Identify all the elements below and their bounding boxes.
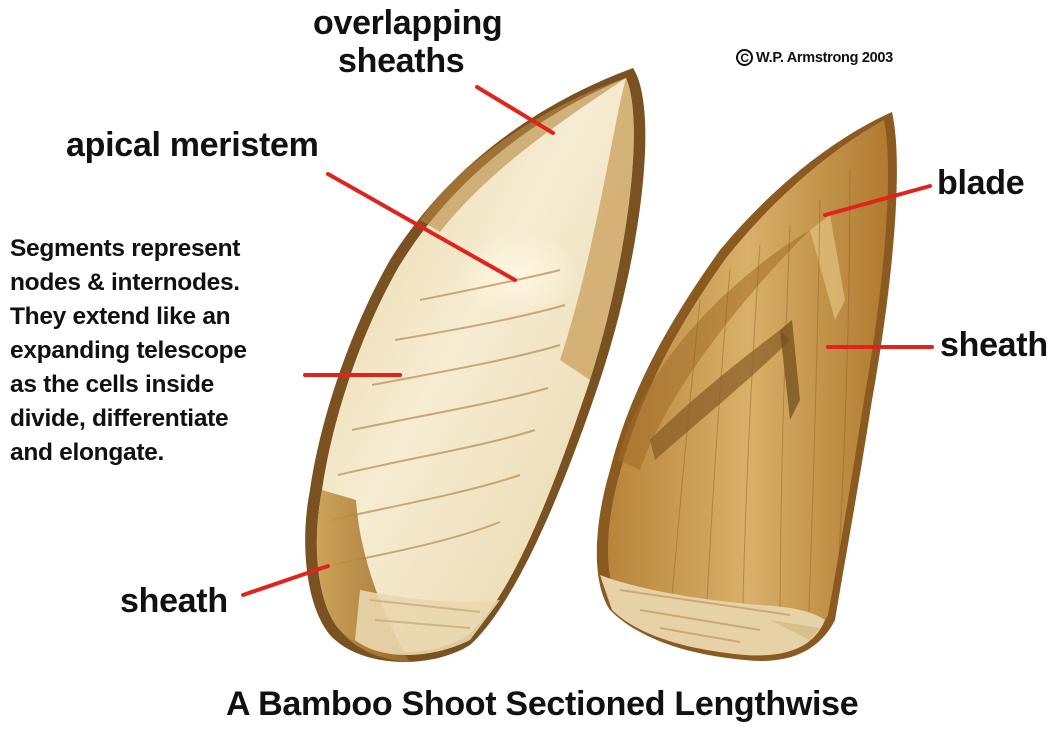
description-line: as the cells inside [10,368,247,402]
description-line: divide, differentiate [10,402,247,436]
pointer-overlapping-sheaths [477,87,553,133]
label-overlapping-line-1: overlapping [313,4,502,42]
copyright-notice: C W.P. Armstrong 2003 [736,49,893,66]
description-line: Segments represent [10,232,247,266]
label-sheath-right: sheath [940,326,1048,364]
label-overlapping-sheaths: overlapping sheaths [313,4,502,80]
label-blade: blade [937,164,1024,202]
copyright-icon: C [736,49,753,66]
description-line: nodes & internodes. [10,266,247,300]
description-line: and elongate. [10,436,247,470]
copyright-text: W.P. Armstrong 2003 [756,50,893,66]
label-overlapping-line-2: sheaths [338,42,502,80]
diagram-title: A Bamboo Shoot Sectioned Lengthwise [226,684,858,724]
description-line: expanding telescope [10,334,247,368]
label-sheath-left: sheath [120,582,228,620]
right-shoot-whole [597,112,897,661]
left-shoot-section [305,68,645,662]
label-apical-meristem: apical meristem [66,126,319,164]
segments-description: Segments represent nodes & internodes. T… [10,232,247,470]
description-line: They extend like an [10,300,247,334]
